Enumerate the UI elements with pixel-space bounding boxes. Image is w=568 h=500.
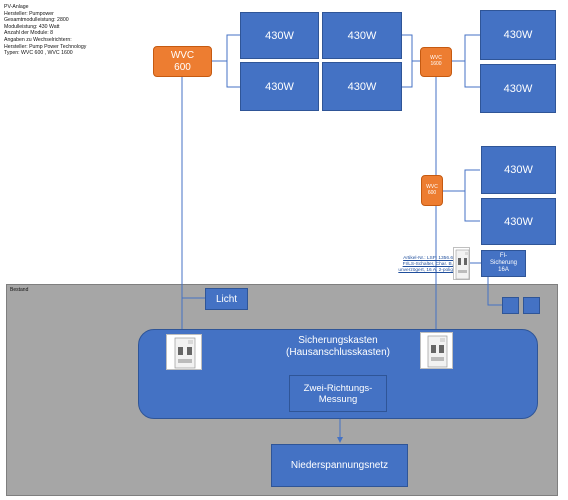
breaker-icon	[166, 334, 202, 370]
bracket-right-group	[465, 35, 480, 87]
inverter-name: WVC	[171, 50, 194, 62]
fi-line: 16A	[498, 267, 509, 274]
article-note[interactable]: Artikel-Nr.: LSFI 1356.6 FI/LS-Schalter,…	[371, 256, 453, 274]
breaker-icon	[453, 247, 470, 280]
inverter-model: 600	[174, 62, 191, 74]
bracket-lower-group	[465, 170, 480, 221]
low-voltage-grid: Niederspannungsnetz	[271, 444, 408, 487]
breaker-icon	[420, 332, 453, 369]
inverter-model: 1600	[430, 62, 441, 68]
fi-line: FI-	[500, 253, 507, 260]
inverter-wvc1600: WVC 1600	[420, 47, 452, 77]
solar-panel: 430W	[240, 62, 319, 111]
wire-fi-to-boxes	[488, 277, 502, 305]
solar-panel: 430W	[480, 64, 556, 113]
meter-line: Messung	[319, 394, 358, 405]
solar-panel: 430W	[481, 198, 556, 245]
meter-line: Zwei-Richtungs-	[304, 383, 373, 394]
solar-panel: 430W	[322, 62, 402, 111]
solar-panel: 430W	[481, 146, 556, 194]
solar-panel: 430W	[240, 12, 319, 59]
outlet-box	[502, 297, 519, 314]
bracket-left-group	[227, 35, 240, 87]
solar-panel: 430W	[322, 12, 402, 59]
inverter-wvc600-small: WVC 600	[421, 175, 443, 206]
outlet-box	[523, 297, 540, 314]
inverter-wvc600: WVC 600	[153, 46, 212, 77]
fi-fuse-box: FI- Sicherung 16A	[481, 250, 526, 277]
article-line: unverzögert, 16 A, 2-polig	[371, 268, 453, 274]
fi-line: Sicherung	[490, 260, 517, 267]
light-box: Licht	[205, 288, 248, 310]
solar-panel: 430W	[480, 10, 556, 60]
inverter-model: 600	[428, 191, 436, 197]
bidirectional-meter: Zwei-Richtungs- Messung	[289, 375, 387, 412]
